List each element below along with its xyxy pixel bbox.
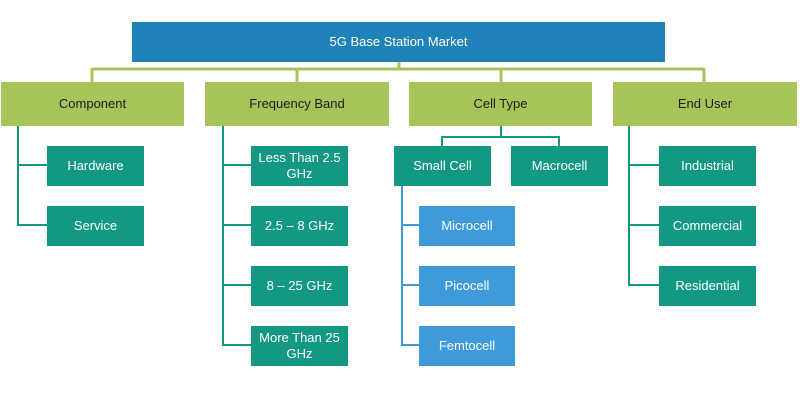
sub-leaf-femtocell: Femtocell xyxy=(419,326,515,366)
category-label: End User xyxy=(677,96,733,111)
leaf-industrial: Industrial xyxy=(659,146,756,186)
leaf-more-than-25-ghz: More Than 25 GHz xyxy=(251,326,348,366)
leaf-hardware: Hardware xyxy=(47,146,144,186)
root-label: 5G Base Station Market xyxy=(329,34,468,49)
leaf-residential: Residential xyxy=(659,266,756,306)
sub-leaf-microcell: Microcell xyxy=(419,206,515,246)
leaf-label: 8 – 25 GHz xyxy=(266,278,333,293)
sub-leaf-label: Femtocell xyxy=(438,338,496,353)
category-label: Cell Type xyxy=(473,96,528,111)
category-frequency-band: Frequency Band xyxy=(205,82,389,126)
leaf-label: Macrocell xyxy=(531,158,588,173)
leaf-label: Small Cell xyxy=(413,158,472,173)
leaf-label: Less Than 2.5 GHz xyxy=(258,150,341,181)
leaf-2-5-8-ghz: 2.5 – 8 GHz xyxy=(251,206,348,246)
category-label: Frequency Band xyxy=(249,96,345,111)
leaf-small-cell: Small Cell xyxy=(394,146,491,186)
category-cell-type: Cell Type xyxy=(409,82,592,126)
leaf-label: Commercial xyxy=(672,218,743,233)
root-node: 5G Base Station Market xyxy=(132,22,665,62)
category-component: Component xyxy=(1,82,184,126)
sub-leaf-label: Microcell xyxy=(441,218,493,233)
leaf-commercial: Commercial xyxy=(659,206,756,246)
leaf-macrocell: Macrocell xyxy=(511,146,608,186)
category-label: Component xyxy=(58,96,127,111)
leaf-label: Industrial xyxy=(681,158,734,173)
leaf-label: Residential xyxy=(675,278,740,293)
leaf-label: Service xyxy=(73,218,118,233)
leaf-8-25-ghz: 8 – 25 GHz xyxy=(251,266,348,306)
leaf-less-than-2-5-ghz: Less Than 2.5 GHz xyxy=(251,146,348,186)
sub-leaf-picocell: Picocell xyxy=(419,266,515,306)
leaf-label: More Than 25 GHz xyxy=(259,330,340,361)
leaf-service: Service xyxy=(47,206,144,246)
leaf-label: 2.5 – 8 GHz xyxy=(264,218,335,233)
sub-leaf-label: Picocell xyxy=(444,278,490,293)
category-end-user: End User xyxy=(613,82,797,126)
leaf-label: Hardware xyxy=(67,158,124,173)
